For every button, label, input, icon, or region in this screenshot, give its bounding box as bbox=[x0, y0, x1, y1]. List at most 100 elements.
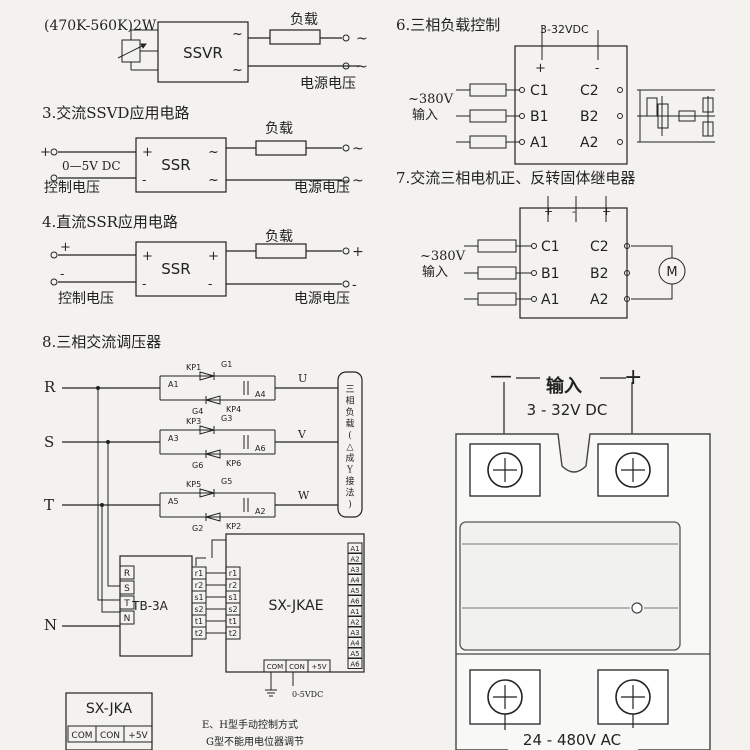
anode-label: A5 bbox=[168, 497, 179, 506]
load-resistor bbox=[255, 243, 307, 259]
input-voltage-label: ~380V bbox=[408, 92, 454, 107]
ssr-3phase-box bbox=[514, 45, 628, 165]
anode-label: A3 bbox=[168, 434, 179, 443]
thyristor-symbol bbox=[199, 371, 216, 381]
tilde-mark: ~ bbox=[232, 27, 243, 42]
pin-label: S bbox=[124, 584, 130, 594]
gate-label: G5 bbox=[221, 477, 232, 486]
pin-label: B1 bbox=[541, 266, 560, 282]
pin-label: A5 bbox=[350, 650, 359, 658]
ssr-cover bbox=[459, 521, 681, 651]
output-voltage-label: 24 - 480V AC bbox=[523, 731, 621, 749]
pin-label: s2 bbox=[228, 605, 237, 614]
kp-label: KP6 bbox=[226, 459, 241, 468]
pin-label: COM bbox=[267, 663, 283, 671]
ssr-product-illustration: — + 输入 3 - 32V DC 24 - 480V AC bbox=[455, 364, 711, 750]
pin-label: t2 bbox=[229, 629, 237, 638]
load-text-char: ) bbox=[348, 499, 352, 510]
anode-label: A6 bbox=[255, 444, 266, 453]
fuse-symbol bbox=[477, 292, 517, 306]
thyristor-symbol bbox=[204, 449, 221, 459]
pin-label: R bbox=[124, 569, 130, 579]
load-text-char: 负 bbox=[345, 406, 354, 418]
output-label: W bbox=[298, 489, 310, 502]
pin-label: r2 bbox=[195, 581, 203, 590]
section-3-title: 3.交流SSVD应用电路 bbox=[42, 104, 189, 122]
ssvr-label: SSVR bbox=[183, 44, 223, 62]
input-voltage-label: 3 - 32V DC bbox=[527, 401, 608, 419]
input-voltage-label: ~380V bbox=[420, 249, 466, 264]
section-7-title: 7.交流三相电机正、反转固体继电器 bbox=[396, 169, 635, 187]
pin-label: T bbox=[123, 599, 130, 609]
control-range: 0-5VDC bbox=[292, 690, 323, 699]
section-4-title: 4.直流SSR应用电路 bbox=[42, 213, 178, 231]
phase-label: R bbox=[44, 378, 56, 396]
gate-label: G1 bbox=[221, 360, 232, 369]
pin-label: r2 bbox=[229, 581, 237, 590]
pin-label: C1 bbox=[541, 239, 560, 255]
plus-mark: + bbox=[60, 240, 71, 255]
ssr-label: SSR bbox=[161, 260, 190, 278]
ssr-box bbox=[135, 241, 227, 297]
pin-label: A2 bbox=[590, 292, 608, 308]
pin-label: A1 bbox=[530, 135, 548, 151]
tilde-mark: ~ bbox=[352, 141, 364, 157]
thyristor-symbol bbox=[199, 488, 216, 498]
thyristor-symbol bbox=[204, 512, 221, 522]
anode-label: A2 bbox=[255, 507, 266, 516]
control-voltage-label: 控制电压 bbox=[44, 180, 100, 196]
input-label: 输入 bbox=[412, 107, 438, 123]
minus-mark: - bbox=[142, 277, 146, 292]
phase-label: S bbox=[44, 433, 54, 451]
pin-label: A1 bbox=[541, 292, 559, 308]
pin-label: A3 bbox=[350, 629, 359, 637]
pin-label: CON bbox=[289, 663, 305, 671]
gate-label: G6 bbox=[192, 461, 203, 470]
section-8-title: 8.三相交流调压器 bbox=[42, 333, 161, 351]
resistor-spec: (470K-560K)2W bbox=[44, 18, 157, 34]
fuse-symbol bbox=[469, 83, 507, 97]
load-text-char: 三 bbox=[345, 385, 354, 395]
plus-mark: + bbox=[544, 205, 553, 218]
pin-label: A1 bbox=[350, 545, 359, 553]
load-label: 负载 bbox=[265, 229, 293, 245]
pin-label: r1 bbox=[195, 569, 203, 578]
pin-label: C2 bbox=[580, 83, 599, 99]
gate-label: G2 bbox=[192, 524, 203, 533]
fuse-symbol bbox=[469, 109, 507, 123]
section-4-dc-ssr: 4.直流SSR应用电路 SSR + - + - + - 控制电压 负载 + - … bbox=[42, 213, 364, 307]
minus-mark: - bbox=[352, 277, 357, 293]
pin-label: B2 bbox=[580, 109, 599, 125]
minus-mark: - bbox=[208, 277, 212, 292]
load-resistor bbox=[702, 97, 714, 113]
plus-mark: + bbox=[352, 244, 364, 260]
pin-label: A3 bbox=[350, 566, 359, 574]
load-resistor bbox=[702, 121, 714, 137]
minus-mark: - bbox=[60, 267, 64, 282]
load-text-char: △ bbox=[347, 443, 354, 453]
tilde-mark: ~ bbox=[356, 59, 368, 75]
plus-mark: + bbox=[208, 249, 219, 264]
load-text-char: 法 bbox=[345, 487, 354, 499]
phase-label: T bbox=[44, 496, 54, 514]
pin-label: s1 bbox=[194, 593, 203, 602]
sx-jkae-label: SX-JKAE bbox=[268, 598, 323, 614]
plus-mark: + bbox=[624, 365, 642, 390]
anode-label: A4 bbox=[255, 390, 266, 399]
kp-label: KP4 bbox=[226, 405, 241, 414]
gate-label: G4 bbox=[192, 407, 203, 416]
fuse-symbol bbox=[469, 135, 507, 149]
minus-mark: - bbox=[572, 205, 576, 218]
sx-jka-label: SX-JKA bbox=[86, 701, 133, 717]
pin-label: C1 bbox=[530, 83, 549, 99]
load-text-char: 接 bbox=[345, 475, 354, 487]
pin-label: A2 bbox=[580, 135, 598, 151]
control-voltage-label: 控制电压 bbox=[58, 291, 114, 307]
tilde-mark: ~ bbox=[208, 173, 219, 188]
load-label: 负载 bbox=[290, 12, 318, 28]
tilde-mark: ~ bbox=[356, 31, 368, 47]
ssr-box bbox=[135, 137, 227, 193]
pin-label: N bbox=[124, 614, 131, 624]
pin-label: A1 bbox=[350, 608, 359, 616]
sx-jka-module bbox=[65, 692, 153, 750]
